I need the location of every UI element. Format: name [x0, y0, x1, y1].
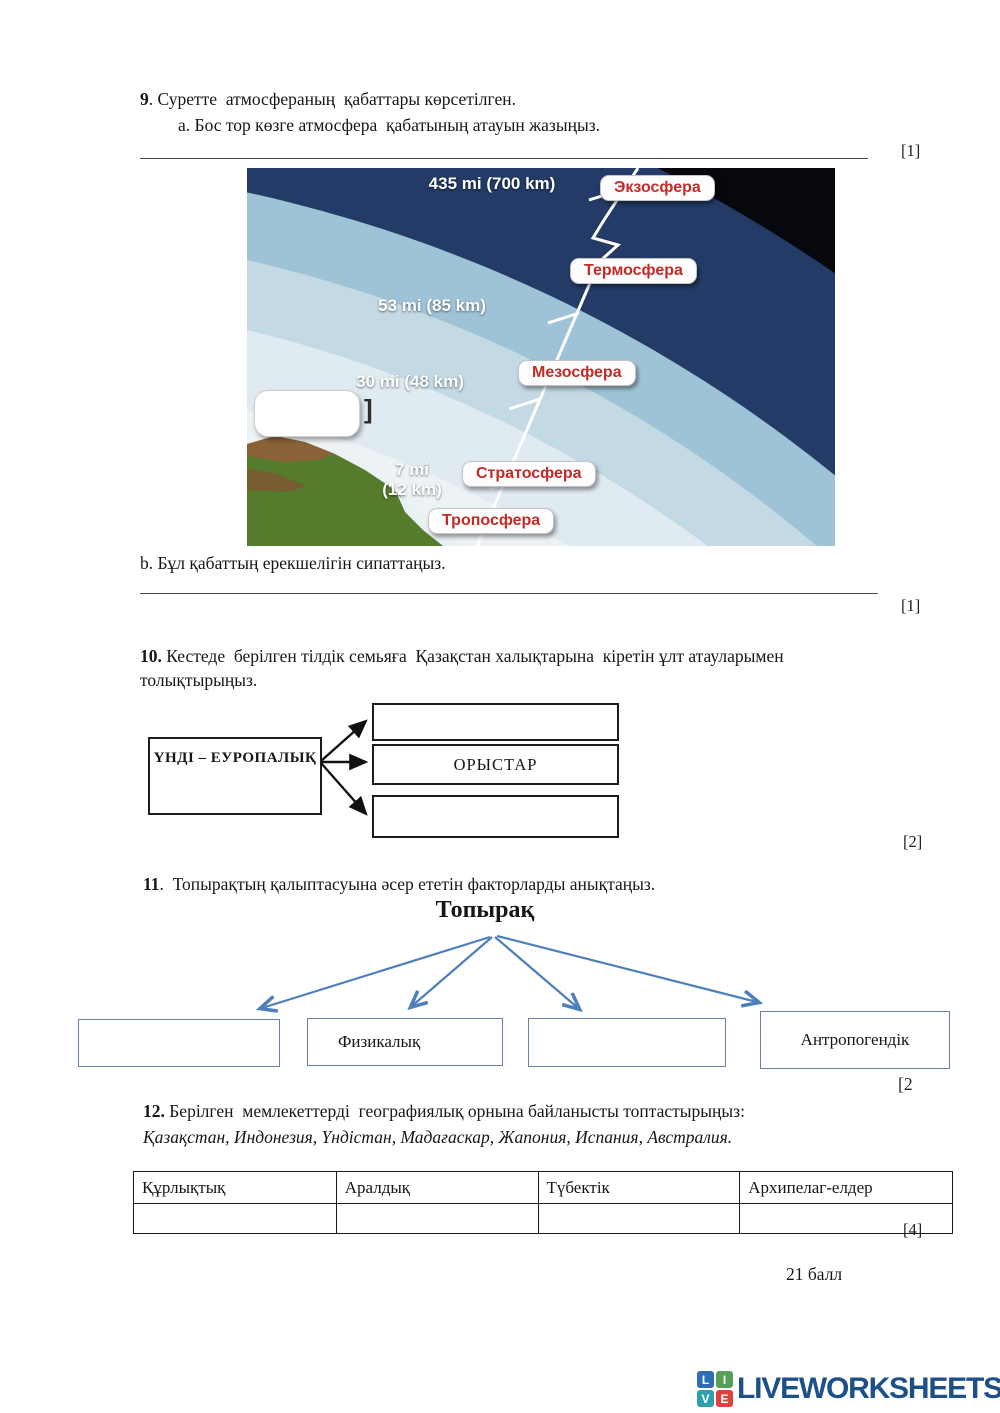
- ethnic-answer-box-2: ОРЫСТАР: [372, 744, 619, 785]
- blank-box-pointer: ]: [364, 394, 373, 424]
- altitude-label-700km: 435 mi (700 km): [428, 174, 556, 193]
- flowchart-arrows: [320, 719, 369, 816]
- question-11-number: 11: [143, 874, 160, 894]
- table-cell-island[interactable]: [335, 1203, 539, 1234]
- question-10-heading: 10. Кестеде берілген тілдік семьяға Қаза…: [140, 645, 902, 692]
- factor-box-3[interactable]: [528, 1018, 726, 1067]
- total-score: 21 балл: [786, 1264, 843, 1284]
- factor-box-1[interactable]: [78, 1019, 280, 1067]
- language-family-label: ҮНДІ – ЕУРОПАЛЫҚ: [153, 750, 317, 766]
- question-9-number: 9: [140, 89, 149, 109]
- question-11-heading: 11. Топырақтың қалыптасуына әсер ететін …: [143, 873, 655, 897]
- factor-box-anthropogenic: Антропогендік: [760, 1011, 950, 1069]
- table-cell-archipelago[interactable]: [739, 1203, 953, 1234]
- question-12-text: Берілген мемлекеттерді географиялық орны…: [164, 1101, 745, 1121]
- language-family-box: ҮНДІ – ЕУРОПАЛЫҚ: [148, 737, 322, 815]
- layer-label-troposphere: Тропосфера: [428, 508, 555, 534]
- factor-fan-arrows: [240, 934, 780, 1014]
- layer-label-stratosphere: Стратосфера: [462, 461, 596, 487]
- altitude-label-12km: 7 mi (12 km): [382, 460, 442, 500]
- logo-square-l: L: [697, 1371, 714, 1388]
- layer-label-exosphere: Экзосфера: [600, 175, 715, 201]
- table-header-peninsular: Түбектік: [537, 1171, 741, 1204]
- ethnic-answer-box-3[interactable]: [372, 795, 619, 838]
- question-12-heading: 12. Берілген мемлекеттерді географиялық …: [143, 1100, 745, 1124]
- layer-label-mesosphere: Мезосфера: [518, 360, 636, 386]
- table-cell-peninsular[interactable]: [537, 1203, 741, 1234]
- country-list: Қазақстан, Индонезия, Үндістан, Мадағаск…: [143, 1127, 733, 1147]
- question-9-heading: 9. Суретте атмосфераның қабаттары көрсет…: [140, 88, 516, 112]
- layer-label-thermosphere: Термосфера: [570, 258, 697, 284]
- answer-line-9b[interactable]: [140, 592, 878, 594]
- question-10-text: Кестеде берілген тілдік семьяға Қазақста…: [140, 646, 788, 690]
- liveworksheets-logo[interactable]: L I V E LIVEWORKSHEETS: [697, 1371, 1000, 1407]
- answer-line-9a[interactable]: [140, 157, 868, 159]
- logo-square-v: V: [697, 1390, 714, 1407]
- mark-10: [2]: [903, 832, 923, 851]
- terrain-land: [247, 436, 459, 546]
- factor-box-physical: Физикалық: [307, 1018, 503, 1066]
- table-header-row: Құрлықтық Аралдық Түбектік Архипелаг-елд…: [133, 1171, 953, 1204]
- blank-layer-answer-box[interactable]: [254, 390, 360, 437]
- mark-12: [4]: [903, 1220, 923, 1239]
- atmosphere-diagram: 435 mi (700 km) 53 mi (85 km) 30 mi (48 …: [247, 168, 835, 546]
- question-12-number: 12.: [143, 1101, 165, 1121]
- table-cell-continental[interactable]: [133, 1203, 337, 1234]
- logo-square-e: E: [716, 1390, 733, 1407]
- atmosphere-bands-art: [247, 168, 835, 546]
- liveworksheets-wordmark: LIVEWORKSHEETS: [737, 1372, 1000, 1405]
- mark-9b: [1]: [901, 596, 921, 615]
- soil-title: Топырақ: [435, 897, 535, 923]
- logo-square-i: I: [716, 1371, 733, 1388]
- question-9-text: . Суретте атмосфераның қабаттары көрсеті…: [148, 89, 516, 109]
- liveworksheets-icon: L I V E: [697, 1371, 733, 1407]
- mark-9a: [1]: [901, 141, 921, 160]
- table-header-archipelago: Архипелаг-елдер: [739, 1171, 953, 1204]
- question-9b-text: b. Бұл қабаттың ерекшелігін сипаттаңыз.: [140, 553, 446, 573]
- mark-11: [2: [898, 1074, 913, 1094]
- question-11-text: . Топырақтың қалыптасуына әсер ететін фа…: [159, 874, 656, 894]
- table-header-island: Аралдық: [335, 1171, 539, 1204]
- altitude-label-85km: 53 mi (85 km): [378, 296, 486, 315]
- altitude-line: [475, 168, 640, 546]
- altitude-label-48km: 30 mi (48 km): [356, 372, 464, 391]
- ethnic-answer-box-1[interactable]: [372, 703, 619, 741]
- table-answer-row: [133, 1203, 953, 1234]
- table-header-continental: Құрлықтық: [133, 1171, 337, 1204]
- country-group-table: Құрлықтық Аралдық Түбектік Архипелаг-елд…: [133, 1171, 953, 1234]
- question-10-number: 10.: [140, 646, 162, 666]
- question-9a-text: а. Бос тор көзге атмосфера қабатының ата…: [178, 115, 601, 135]
